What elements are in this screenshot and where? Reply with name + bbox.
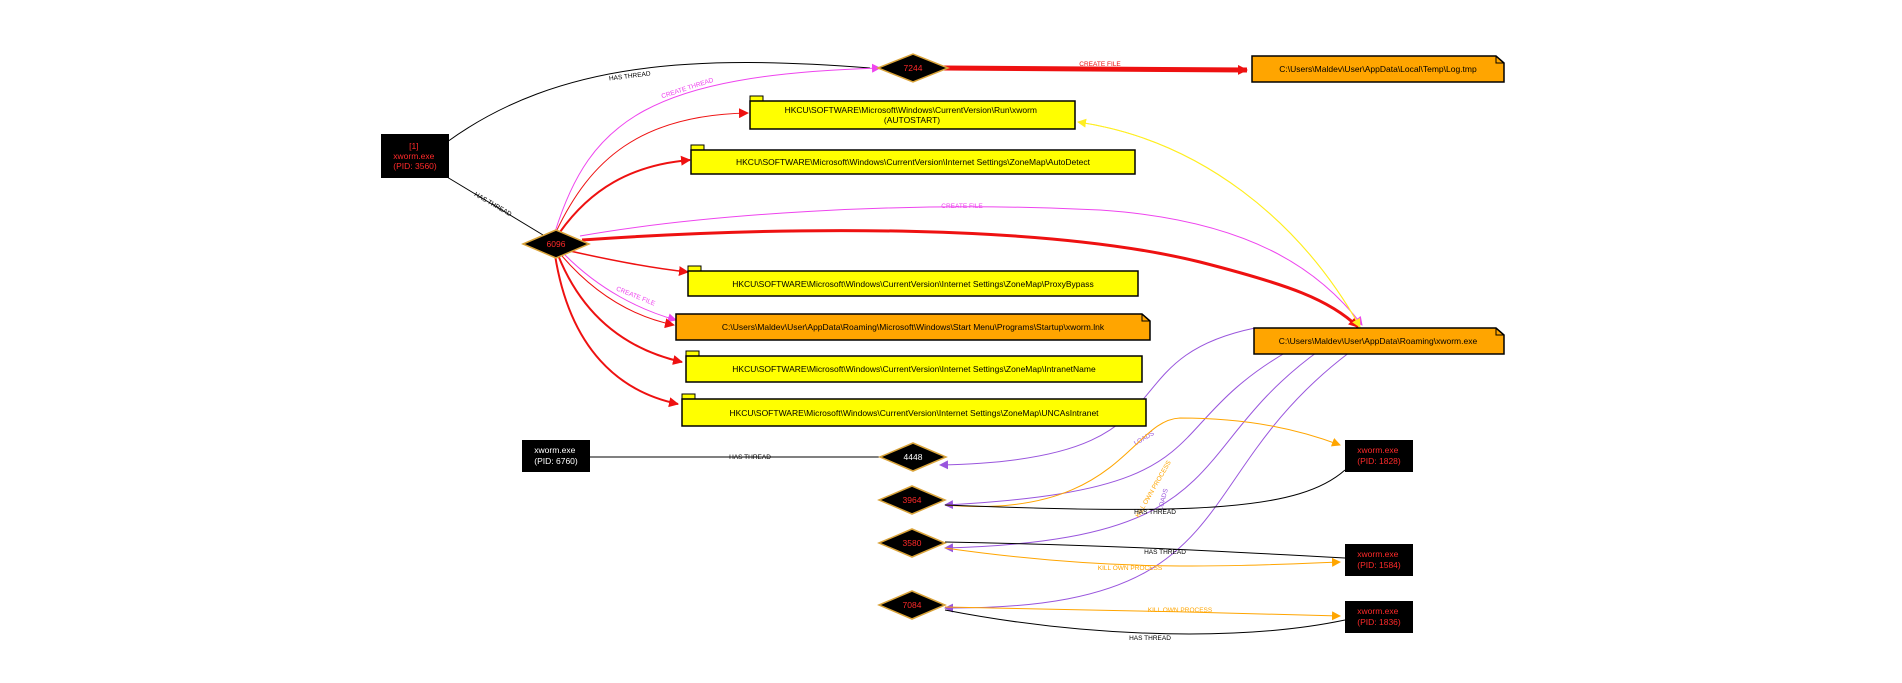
svg-text:[1] xworm.exe: [1] xworm.exe (PID: 3560) bbox=[393, 141, 437, 171]
svg-text:HKCU\SOFTWARE\Microsoft\Window: HKCU\SOFTWARE\Microsoft\Windows\CurrentV… bbox=[785, 105, 1040, 125]
process-label: xworm.exe bbox=[1357, 606, 1398, 616]
registry-key-label: HKCU\SOFTWARE\Microsoft\Windows\CurrentV… bbox=[732, 279, 1094, 289]
edge-label-has-thread: HAS THREAD bbox=[1144, 549, 1186, 556]
edge-create-file bbox=[579, 206, 1363, 326]
file-node[interactable]: C:\Users\Maldev\User\AppData\Roaming\Mic… bbox=[675, 313, 1151, 341]
edge-label-has-thread: HAS THREAD bbox=[473, 191, 513, 218]
process-node[interactable]: xworm.exe (PID: 1584) bbox=[1345, 544, 1413, 576]
edge-label-has-thread: HAS THREAD bbox=[729, 454, 771, 461]
edge-has-thread bbox=[446, 176, 549, 239]
registry-key-label: HKCU\SOFTWARE\Microsoft\Windows\CurrentV… bbox=[729, 408, 1099, 418]
process-label: xworm.exe bbox=[1357, 549, 1398, 559]
edge-label-kill-own-process: KILL OWN PROCESS bbox=[1098, 565, 1163, 572]
thread-node[interactable]: 6096 bbox=[521, 229, 591, 259]
thread-label: 3964 bbox=[903, 495, 922, 505]
process-label: (PID: 1584) bbox=[1357, 560, 1401, 570]
edge-registry-write bbox=[554, 254, 679, 408]
edge-label-create-file: CREATE FILE bbox=[1079, 61, 1121, 68]
process-label: (PID: 3560) bbox=[393, 161, 437, 171]
process-label: (PID: 1836) bbox=[1357, 617, 1401, 627]
thread-node[interactable]: 7244 bbox=[875, 53, 951, 83]
edge-label-create-file: CREATE FILE bbox=[941, 203, 983, 210]
edge-create-thread bbox=[554, 63, 881, 233]
process-label: xworm.exe bbox=[393, 151, 434, 161]
edge-label-create-file: CREATE FILE bbox=[615, 286, 657, 308]
process-node[interactable]: [1] xworm.exe (PID: 3560) bbox=[381, 134, 449, 178]
edge-create-file bbox=[943, 64, 1248, 75]
thread-node[interactable]: 3580 bbox=[877, 528, 947, 558]
thread-label: 7084 bbox=[903, 600, 922, 610]
edge-kill-own-process bbox=[944, 606, 1341, 621]
edge-label-has-thread: HAS THREAD bbox=[1134, 509, 1176, 516]
file-node[interactable]: C:\Users\Maldev\User\AppData\Local\Temp\… bbox=[1251, 55, 1505, 83]
svg-text:xworm.exe (PID: 1584): xworm.exe (PID: 1584) bbox=[1357, 549, 1401, 570]
file-label: C:\Users\Maldev\User\AppData\Local\Temp\… bbox=[1279, 64, 1477, 74]
edge-has-thread bbox=[944, 469, 1346, 510]
edge-loads bbox=[944, 349, 1321, 553]
nodes-layer: [1] xworm.exe (PID: 3560) xworm.exe (PID… bbox=[381, 53, 1505, 633]
edge-label-create-thread: CREATE THREAD bbox=[661, 77, 715, 101]
edge-label-loads: LOADS bbox=[1157, 487, 1170, 511]
edge-autostart bbox=[1077, 121, 1361, 328]
edge-create-file bbox=[581, 229, 1360, 329]
edge-create-file bbox=[564, 254, 677, 323]
registry-key-node[interactable]: HKCU\SOFTWARE\Microsoft\Windows\CurrentV… bbox=[690, 144, 1136, 175]
process-node[interactable]: xworm.exe (PID: 6760) bbox=[522, 440, 590, 472]
edge-kill-own-process bbox=[944, 547, 1341, 567]
registry-key-label: (AUTOSTART) bbox=[884, 115, 940, 125]
edge-kill-own-process bbox=[944, 417, 1341, 507]
registry-key-node[interactable]: HKCU\SOFTWARE\Microsoft\Windows\CurrentV… bbox=[685, 350, 1143, 383]
thread-label: 6096 bbox=[547, 239, 566, 249]
edge-loads bbox=[944, 349, 1291, 510]
file-node[interactable]: C:\Users\Maldev\User\AppData\Roaming\xwo… bbox=[1253, 327, 1505, 355]
edge-registry-write bbox=[557, 254, 683, 365]
edge-loads bbox=[939, 327, 1256, 470]
edge-has-thread bbox=[446, 62, 871, 143]
edge-loads bbox=[944, 351, 1351, 613]
process-label: xworm.exe bbox=[1357, 445, 1398, 455]
process-label: [1] bbox=[409, 141, 418, 151]
thread-node[interactable]: 4448 bbox=[878, 442, 948, 472]
edges-layer: HAS THREAD HAS THREAD CREATE THREAD CREA… bbox=[446, 61, 1363, 642]
edge-registry-write bbox=[555, 108, 749, 233]
file-label: C:\Users\Maldev\User\AppData\Roaming\xwo… bbox=[1279, 336, 1478, 346]
registry-key-node[interactable]: HKCU\SOFTWARE\Microsoft\Windows\CurrentV… bbox=[749, 95, 1076, 130]
edge-registry-write bbox=[559, 155, 691, 233]
thread-label: 3580 bbox=[903, 538, 922, 548]
svg-text:xworm.exe (PID: 1836): xworm.exe (PID: 1836) bbox=[1357, 606, 1401, 627]
process-node[interactable]: xworm.exe (PID: 1836) bbox=[1345, 601, 1413, 633]
edge-create-file bbox=[561, 255, 675, 329]
edge-has-thread bbox=[944, 541, 1346, 559]
edge-label-kill-own-process: KILL OWN PROCESS bbox=[1148, 607, 1213, 614]
process-label: (PID: 6760) bbox=[534, 456, 578, 466]
registry-key-node[interactable]: HKCU\SOFTWARE\Microsoft\Windows\CurrentV… bbox=[687, 265, 1139, 297]
edge-registry-write bbox=[569, 250, 689, 277]
thread-node[interactable]: 7084 bbox=[877, 590, 947, 620]
registry-key-label: HKCU\SOFTWARE\Microsoft\Windows\CurrentV… bbox=[732, 364, 1096, 374]
svg-text:xworm.exe (PID: 1828): xworm.exe (PID: 1828) bbox=[1357, 445, 1401, 466]
registry-key-node[interactable]: HKCU\SOFTWARE\Microsoft\Windows\CurrentV… bbox=[681, 393, 1147, 427]
edge-has-thread bbox=[944, 609, 1346, 635]
process-node[interactable]: xworm.exe (PID: 1828) bbox=[1345, 440, 1413, 472]
registry-key-label: HKCU\SOFTWARE\Microsoft\Windows\CurrentV… bbox=[785, 105, 1037, 115]
process-label: xworm.exe bbox=[534, 445, 575, 455]
thread-label: 7244 bbox=[904, 63, 923, 73]
edge-label-has-thread: HAS THREAD bbox=[609, 70, 652, 82]
file-label: C:\Users\Maldev\User\AppData\Roaming\Mic… bbox=[722, 322, 1105, 332]
registry-key-label: HKCU\SOFTWARE\Microsoft\Windows\CurrentV… bbox=[736, 157, 1091, 167]
edge-label-has-thread: HAS THREAD bbox=[1129, 635, 1171, 642]
thread-node[interactable]: 3964 bbox=[877, 485, 947, 515]
thread-label: 4448 bbox=[904, 452, 923, 462]
process-label: (PID: 1828) bbox=[1357, 456, 1401, 466]
svg-text:xworm.exe (PID: 6760): xworm.exe (PID: 6760) bbox=[534, 445, 578, 466]
